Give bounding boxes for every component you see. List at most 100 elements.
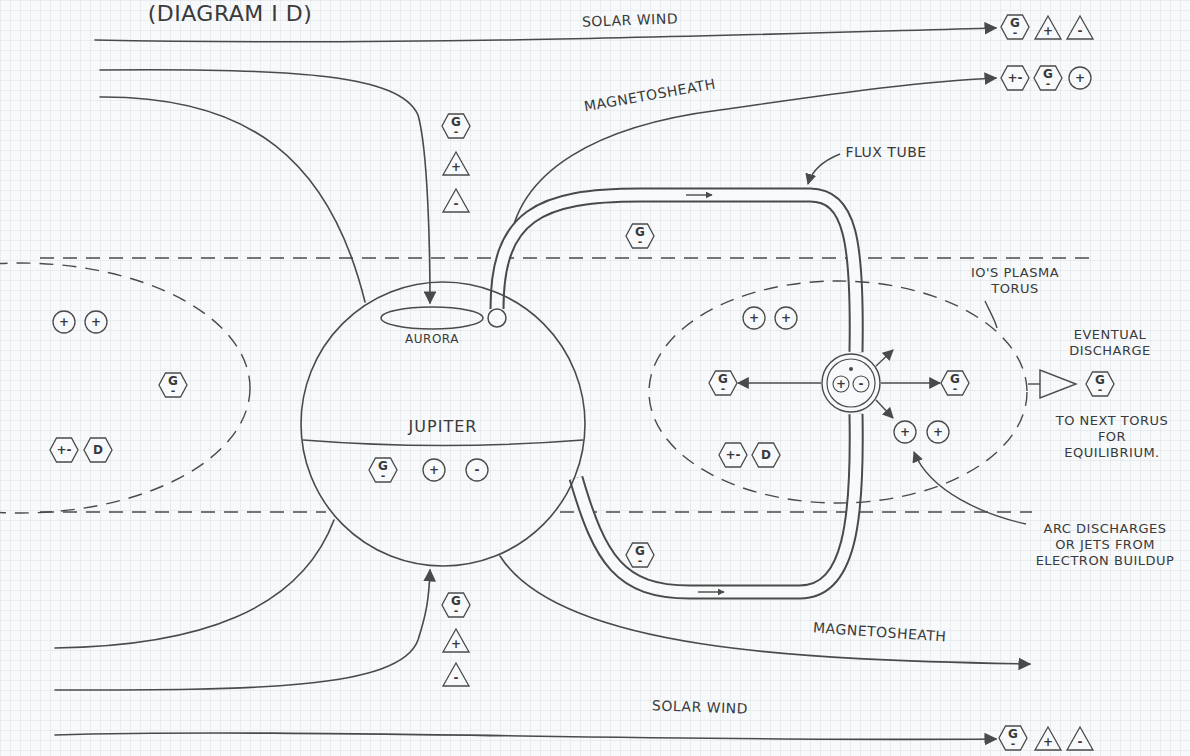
field-line [100,97,365,302]
dashed-boundary [40,511,326,512]
torus-outline [649,281,1027,503]
hexagon-outline [1001,66,1029,90]
torus-heading: IO'S PLASMA TORUS [960,265,1070,297]
symbol-label: D [83,437,113,463]
symbol-label: G- [1000,14,1030,40]
magnetosheath-line [509,78,996,250]
charge-sign: D [761,449,771,461]
emission-arrow [881,382,940,384]
symbol-label: + [742,306,766,330]
circle-outline [1069,67,1091,89]
pencil-stroke [686,154,1076,592]
magnetosheath-line [500,556,1030,664]
circle-outline [927,421,949,443]
charge-sign: - [1078,25,1083,37]
ion-triangle: + [1034,726,1062,751]
charge-sign: - [721,385,726,393]
plasma-torus: IO'S PLASMA TORUS++G-+-G-+-D++ [648,280,1028,504]
symbol-label: - [442,188,470,213]
io-charge-sign-box: - [853,375,869,393]
particle-hexagon: G- [158,372,188,398]
triangle-outline [443,189,469,212]
circle-outline [894,421,916,443]
hexagon-outline [1086,372,1114,396]
particle-hexagon: D [751,442,781,468]
discharge-stem [1028,383,1040,384]
particle-hexagon: G- [998,725,1028,751]
charge-sign: + [781,312,791,324]
leader-line [808,154,840,184]
hexagon-outline [626,224,654,248]
triangle-outline [1035,16,1061,39]
symbol-label: + [1068,66,1092,90]
particle-hexagon: G- [441,113,471,139]
circle-outline [466,459,488,481]
charge-sign: - [1046,80,1051,88]
triangle-outline [1035,727,1061,750]
aurora-inflow-line [55,570,430,690]
annotation-label-box: TO NEXT TORUS FOR EQUILIBRIUM. [1053,413,1171,461]
io-charge-sign: - [853,375,869,393]
charge-sign: G [451,595,461,607]
flow-arrow [698,591,724,592]
symbol-label: G- [368,457,398,483]
particle-hexagon: +- [1000,65,1030,91]
aurora-inflow-line [100,70,430,303]
charge-sign: - [1078,736,1083,748]
annotation-label: EVENTUAL DISCHARGE [1056,327,1164,359]
annotation-label-box: FLUX TUBE [845,143,926,161]
circle-outline [423,459,445,481]
charge-sign: + [749,312,759,324]
particle-hexagon: G- [625,223,655,249]
flow-arrow [686,194,712,195]
charge-sign: - [454,128,459,136]
hexagon-outline [999,726,1027,750]
symbol-label: - [1066,15,1094,40]
symbol-label: G- [441,113,471,139]
hexagon-outline [442,114,470,138]
flux-tube-inner [497,195,856,352]
io-charge-sign-box: + [833,375,849,393]
annotation-label-box: SOLAR WIND [652,696,749,717]
aurora-oval: AURORA [380,306,484,348]
circle-outline [743,307,765,329]
ion-triangle: - [442,662,470,687]
charge-sign: G [1043,68,1053,80]
charge-circle: + [742,306,766,330]
charge-sign: D [93,444,103,456]
hexagon-outline [369,458,397,482]
symbol-label: + [774,306,798,330]
annotation-label: SOLAR WIND [582,9,679,30]
symbol-label: G- [1033,65,1063,91]
charge-sign: G [635,226,645,238]
hexagon-outline [709,371,737,395]
charge-sign: + [1043,25,1053,37]
charge-sign: - [953,385,958,393]
io-dot [849,367,853,371]
charge-sign: G [1095,374,1105,386]
aurora-label: AURORA [370,332,494,347]
hexagon-outline [1034,66,1062,90]
io-charge-circle [853,376,869,392]
charge-sign: - [475,464,480,476]
io-charge-sign: + [833,375,849,393]
annotation-label-box: EVENTUAL DISCHARGE [1056,327,1164,359]
annotation-label-box: MAGNETOSHEATH [813,618,947,645]
planet-outline [301,282,585,566]
aurora-outline [381,307,483,329]
charge-sign: + [451,161,461,173]
triangle-outline [443,663,469,686]
charge-circle: + [926,420,950,444]
ion-triangle: + [1034,15,1062,40]
particle-hexagon: G- [940,370,970,396]
charge-sign: - [171,387,176,395]
diagram-title: (DIAGRAM I D) [148,0,313,28]
charge-sign: +- [1007,72,1022,84]
charge-sign: G [168,375,178,387]
charge-sign: - [381,472,386,480]
hexagon-outline [159,373,187,397]
flux-tube [497,195,856,352]
discharge-triangle [1040,370,1076,398]
annotation-label-box: ARC DISCHARGES OR JETS FROM ELECTRON BUI… [1032,521,1178,569]
particle-hexagon: +- [49,437,79,463]
